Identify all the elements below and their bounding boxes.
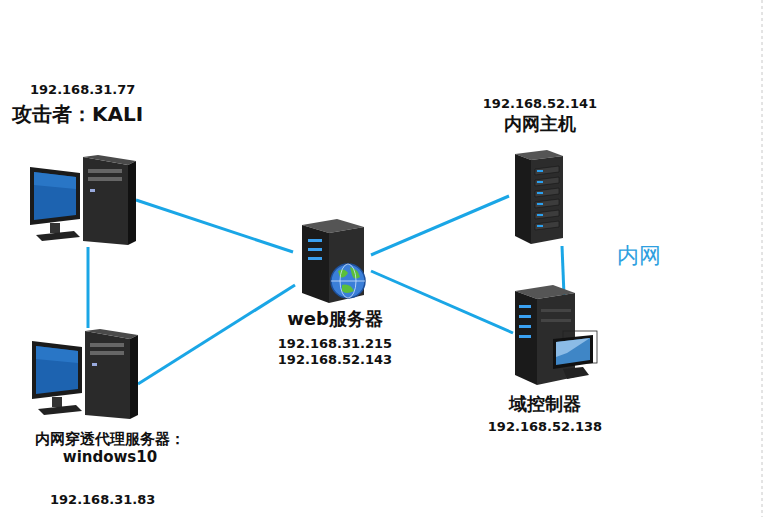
network-link (371, 196, 509, 255)
network-link (371, 271, 513, 333)
device-node: 域控制器 192.168.52.138 (480, 283, 610, 445)
device-node: 192.168.52.141内网主机 (480, 96, 600, 254)
network-link (138, 285, 295, 384)
device-node: 192.168.31.77 攻击者：KALI (10, 82, 175, 250)
region-label: 内网 (617, 243, 697, 269)
ip-address: 192.168.31.77 (30, 82, 170, 98)
attacker-computer-icon (28, 155, 138, 247)
ip-address: 192.168.31.215 (262, 336, 408, 352)
web-server-icon (292, 215, 372, 305)
ip-address: 192.168.52.143 (262, 352, 408, 368)
network-link (562, 246, 564, 295)
ip-address: 192.168.31.83 (50, 492, 200, 508)
page-edge-rule (761, 0, 763, 517)
host-label: 域控制器 (480, 393, 610, 415)
network-link (136, 200, 293, 252)
host-label: 内网主机 (480, 113, 600, 135)
host-label: 内网穿透代理服务器： windows10 (20, 430, 200, 466)
device-node: web服务器 192.168.31.215192.168.52.143 (262, 215, 408, 375)
network-region: 内网 192.168.52.141内网主机域控制器 192.168.52.138 (325, 88, 764, 456)
ip-address: 192.168.52.138 (480, 419, 610, 435)
intranet-host-server-icon (507, 148, 567, 246)
proxy-computer-icon (30, 325, 140, 425)
ip-address: 192.168.52.141 (480, 96, 600, 112)
network-link (87, 247, 90, 328)
host-label: web服务器 (262, 308, 408, 330)
domain-controller-icon (505, 283, 600, 388)
host-label: 攻击者：KALI (12, 102, 175, 126)
device-node: 内网穿透代理服务器： windows10 192.168.31.83 (10, 322, 210, 512)
